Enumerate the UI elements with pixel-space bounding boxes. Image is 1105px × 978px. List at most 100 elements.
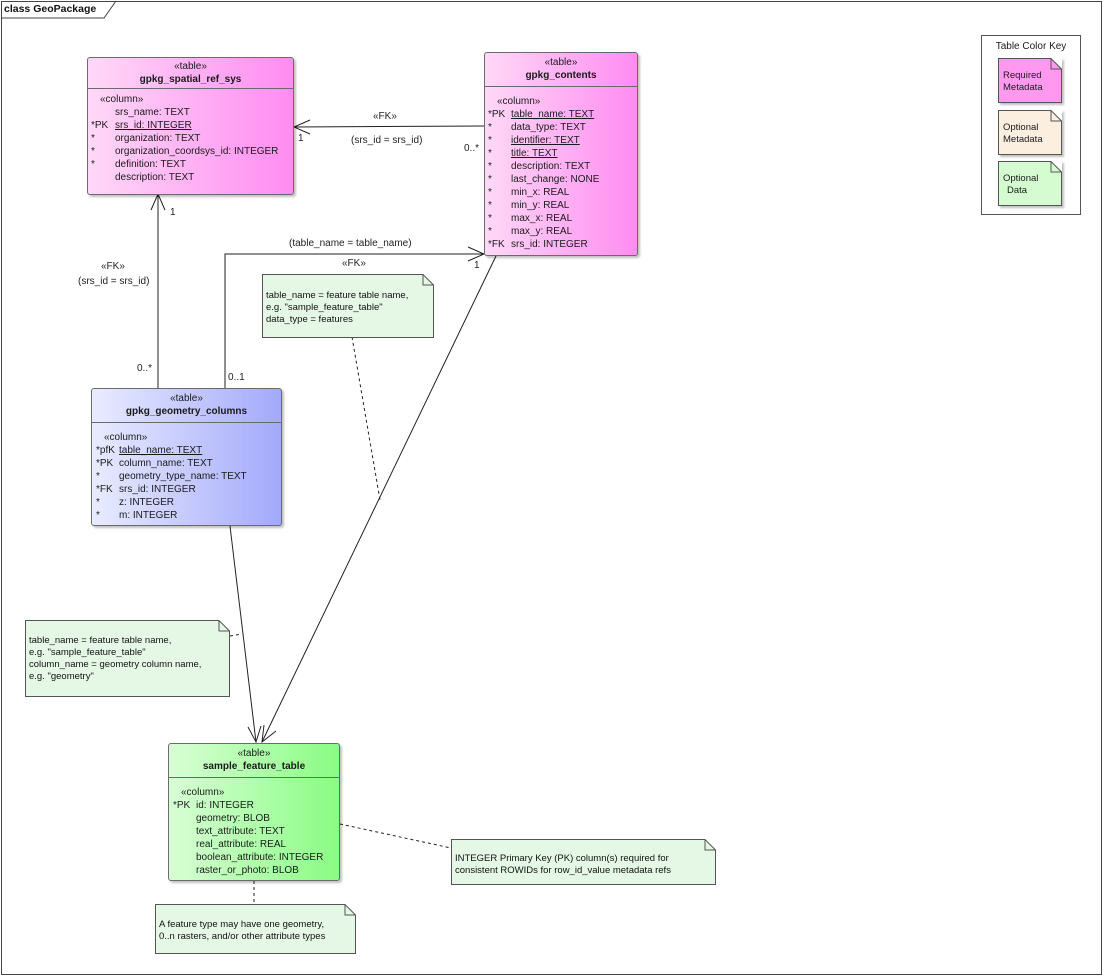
columns-header: «column» [181, 787, 225, 798]
column-definition: last_change: NONE [511, 174, 600, 185]
column-key-marker: * [96, 497, 100, 508]
connector-geom-contents[interactable] [224, 253, 484, 388]
column-row: real_attribute: REAL [169, 838, 339, 851]
table-header: «table» sample_feature_table [169, 744, 339, 778]
column-key-marker: *FK [96, 484, 113, 495]
table-name: gpkg_geometry_columns [125, 406, 248, 417]
note-line: e.g. "sample_feature_table" [29, 647, 146, 658]
column-row: raster_or_photo: BLOB [169, 864, 339, 877]
table-name: sample_feature_table [202, 761, 306, 772]
note-integer-primary-key[interactable]: INTEGER Primary Key (PK) column(s) requi… [451, 839, 716, 885]
column-definition: real_attribute: REAL [196, 839, 287, 850]
column-definition: srs_id: INTEGER [119, 484, 196, 495]
column-row: text_attribute: TEXT [169, 825, 339, 838]
column-key-marker: *pfK [96, 445, 115, 456]
column-key-marker: * [488, 122, 492, 133]
legend-required-metadata: Required Metadata [998, 58, 1062, 103]
note-shape [155, 904, 356, 954]
legend-title: Table Color Key [995, 41, 1067, 52]
column-row: *description: TEXT [485, 160, 637, 173]
column-definition: z: INTEGER [119, 497, 175, 508]
table-stereotype: «table» [174, 61, 207, 72]
columns-header: «column» [497, 96, 541, 107]
note-line: e.g. "sample_feature_table" [266, 302, 383, 313]
note-feature-type[interactable]: A feature type may have one geometry,0..… [155, 904, 356, 954]
relation-contents-srs-target-mult: 1 [298, 133, 304, 144]
column-definition: definition: TEXT [115, 159, 186, 170]
note-line: 0..n rasters, and/or other attribute typ… [159, 931, 326, 942]
column-row: * min_y: REAL [485, 199, 637, 212]
column-row: * max_y: REAL [485, 225, 637, 238]
relation-geom-contents-source-mult: 0..1 [228, 372, 245, 383]
column-row: * organization_coordsys_id: INTEGER [88, 145, 293, 158]
column-row: *FK srs_id: INTEGER [92, 483, 281, 496]
relation-contents-srs-stereotype: «FK» [373, 111, 397, 122]
column-definition: srs_name: TEXT [115, 107, 190, 118]
note-line: e.g. "geometry" [29, 671, 94, 682]
note-contents-features[interactable]: table_name = feature table name,e.g. "sa… [262, 274, 434, 338]
note-text: A feature type may have one geometry,0..… [159, 919, 325, 943]
relation-contents-srs-condition: (srs_id = srs_id) [351, 135, 423, 146]
arrowhead-geom-feature [247, 725, 262, 744]
table-gpkg-spatial-ref-sys[interactable]: «table» gpkg_spatial_ref_sys «column» sr… [87, 57, 294, 195]
column-key-marker: *PK [91, 120, 109, 131]
legend-swatch-shape [998, 161, 1062, 206]
legend-swatch-shape [998, 58, 1062, 103]
note-anchor-contents [351, 336, 381, 501]
note-line: data_type = features [266, 314, 353, 325]
title-tab-shape [1, 0, 117, 19]
column-key-marker: * [96, 510, 100, 521]
column-definition: identifier: TEXT [511, 135, 580, 146]
legend-label-line1: Optional [1003, 122, 1039, 133]
note-line: consistent ROWIDs for row_id_value metad… [455, 865, 671, 876]
note-line: INTEGER Primary Key (PK) column(s) requi… [455, 853, 669, 864]
note-line: A feature type may have one geometry, [159, 919, 325, 930]
column-row: * identifier: TEXT [485, 134, 637, 147]
table-gpkg-geometry-columns[interactable]: «table» gpkg_geometry_columns «column» *… [91, 388, 282, 526]
column-row: geometry: BLOB [169, 812, 339, 825]
column-definition: organization_coordsys_id: INTEGER [115, 146, 279, 157]
column-definition: srs_id: INTEGER [115, 120, 192, 131]
column-key-marker: * [91, 146, 95, 157]
column-definition: geometry_type_name: TEXT [119, 471, 247, 482]
note-geometry-columns[interactable]: table_name = feature table name,e.g. "sa… [25, 620, 230, 697]
note-shape [25, 620, 230, 697]
connector-contents-srs[interactable] [293, 125, 485, 128]
column-definition: min_y: REAL [511, 200, 570, 211]
note-line: table_name = feature table name, [29, 635, 172, 646]
column-definition: raster_or_photo: BLOB [196, 865, 299, 876]
connector-contents-feature[interactable] [261, 255, 497, 743]
columns-header: «column» [100, 94, 144, 105]
column-key-marker: * [91, 133, 95, 144]
column-definition: srs_id: INTEGER [511, 239, 588, 250]
connector-geom-feature[interactable] [229, 525, 257, 743]
column-row: description: TEXT [88, 171, 293, 184]
legend-label-line1: Optional [1003, 173, 1039, 184]
column-definition: max_y: REAL [511, 226, 573, 237]
column-definition: min_x: REAL [511, 187, 570, 198]
note-text: table_name = feature table name,e.g. "sa… [29, 635, 201, 683]
legend-label-line2: Data [1007, 185, 1028, 196]
column-key-marker: * [488, 135, 492, 146]
legend-optional-metadata: Optional Metadata [998, 110, 1062, 155]
table-header: «table» gpkg_spatial_ref_sys [88, 58, 293, 89]
column-row: srs_name: TEXT [88, 106, 293, 119]
column-key-marker: * [488, 148, 492, 159]
column-definition: max_x: REAL [511, 213, 573, 224]
table-sample-feature-table[interactable]: «table» sample_feature_table «column» *P… [168, 743, 340, 881]
column-row: * z: INTEGER [92, 496, 281, 509]
column-key-marker: * [488, 174, 492, 185]
column-definition: description: TEXT [511, 161, 591, 172]
legend-label-line2: Metadata [1003, 82, 1043, 93]
relation-geom-contents-condition: (table_name = table_name) [289, 238, 412, 249]
column-key-marker: * [488, 200, 492, 211]
note-shape [262, 274, 434, 338]
legend-optional-data: Optional Data [998, 161, 1062, 206]
column-key-marker: * [488, 226, 492, 237]
arrowhead-contents-feature [261, 724, 277, 744]
